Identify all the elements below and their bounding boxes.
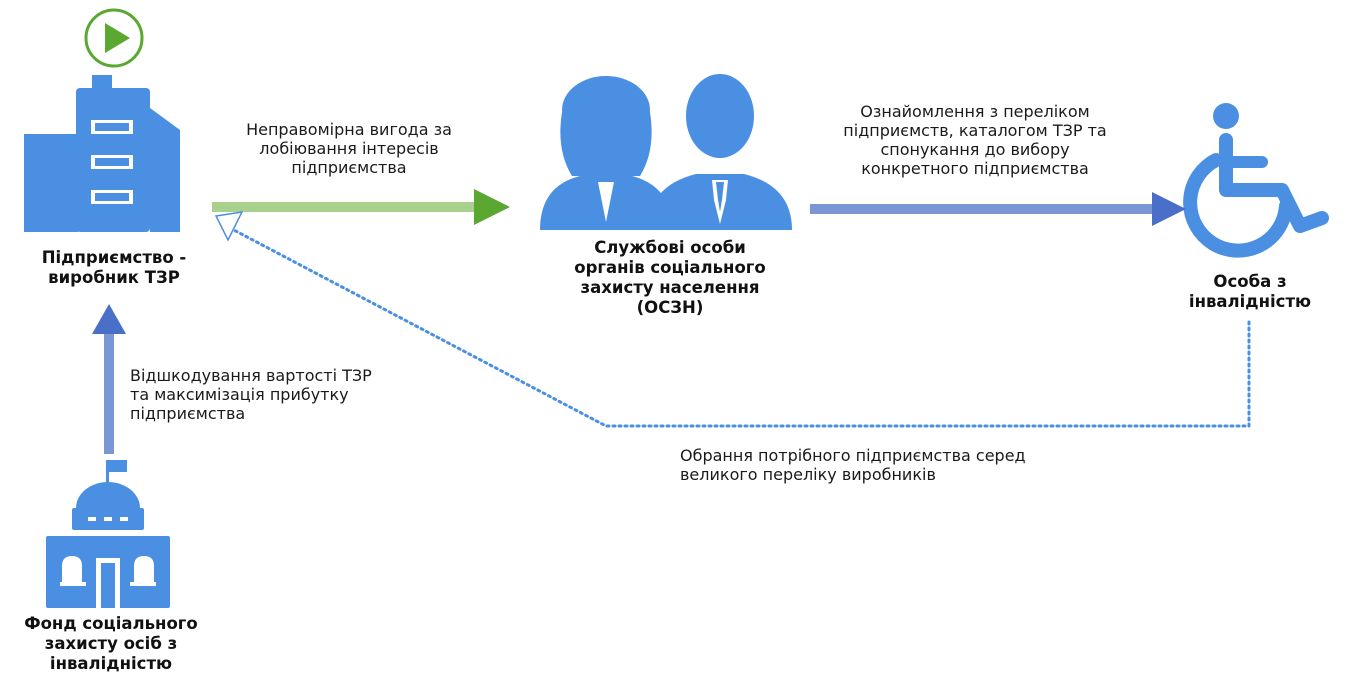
edge-label-line: спонукання до вибору [880, 140, 1070, 159]
person-label-line: інвалідністю [1188, 292, 1312, 311]
enterprise-label: Підприємство - виробник ТЗР [14, 248, 214, 288]
arrow-officials-to-person [810, 192, 1186, 226]
edge-label-line: великого переліку виробників [680, 465, 936, 484]
wheelchair-icon [1183, 103, 1329, 258]
edge-label-line: підприємства [130, 404, 246, 423]
officials-label-line: Службові особи [594, 238, 746, 257]
officials-people-icon [540, 74, 792, 230]
edge-label-line: Обрання потрібного підприємства серед [680, 446, 1026, 465]
enterprise-label-line: Підприємство - [41, 248, 187, 267]
edge-label-line: Неправомірна вигода за [246, 120, 452, 139]
edge-label-line: Ознайомлення з переліком [860, 102, 1090, 121]
fund-label: Фонд соціального захисту осіб з інвалідн… [6, 614, 216, 674]
play-icon [105, 23, 130, 53]
government-building-icon [46, 460, 170, 608]
play-button[interactable] [84, 8, 144, 68]
edge-label-person-to-enterprise: Обрання потрібного підприємства серед ве… [680, 446, 1100, 484]
person-label-line: Особа з [1213, 272, 1287, 291]
officials-label: Службові особи органів соціального захис… [560, 238, 780, 318]
enterprise-label-line: виробник ТЗР [48, 268, 180, 287]
fund-label-line: захисту осіб з [44, 634, 178, 653]
edge-label-line: лобіювання інтересів [259, 139, 439, 158]
edge-label-officials-to-person: Ознайомлення з переліком підприємств, ка… [808, 102, 1142, 178]
edge-label-line: та максимізація прибутку [130, 385, 349, 404]
officials-label-line: (ОСЗН) [636, 298, 704, 317]
edge-label-fund-to-enterprise: Відшкодування вартості ТЗР та максимізац… [130, 366, 430, 423]
officials-label-line: захисту населення [580, 278, 760, 297]
arrow-person-to-enterprise [214, 211, 1251, 428]
edge-label-line: Відшкодування вартості ТЗР [130, 366, 372, 385]
officials-label-line: органів соціального [574, 258, 766, 277]
office-building-icon [24, 75, 180, 232]
arrow-enterprise-to-officials [212, 189, 510, 225]
fund-label-line: Фонд соціального [24, 614, 198, 633]
arrow-fund-to-enterprise [92, 304, 126, 454]
edge-label-line: підприємства [291, 158, 407, 177]
edge-label-enterprise-to-officials: Неправомірна вигода за лобіювання інтере… [218, 120, 480, 177]
edge-label-line: конкретного підприємства [861, 159, 1089, 178]
fund-label-line: інвалідністю [49, 654, 173, 673]
edge-label-line: підприємств, каталогом ТЗР та [843, 121, 1107, 140]
person-label: Особа з інвалідністю [1170, 272, 1330, 312]
